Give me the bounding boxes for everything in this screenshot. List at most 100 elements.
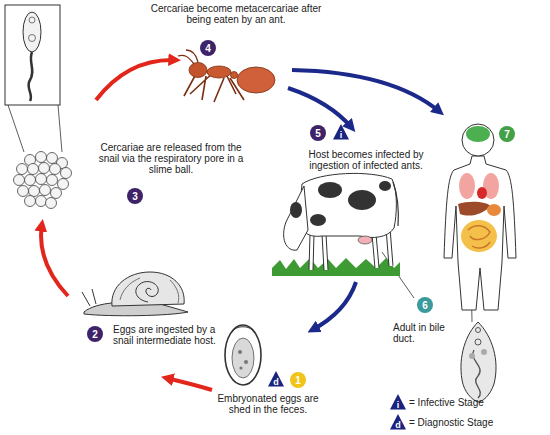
stage-description: Eggs are ingested by a snail intermediat… bbox=[113, 324, 223, 346]
shell-ridge bbox=[120, 278, 179, 303]
cercaria-cyst bbox=[17, 164, 28, 175]
cercaria-frame bbox=[5, 5, 60, 105]
cow-spot bbox=[348, 190, 376, 210]
snail-drawing bbox=[82, 272, 188, 316]
stage-description: Embryonated eggs are shed in the feces. bbox=[208, 393, 328, 415]
miracidium-cell bbox=[244, 360, 248, 364]
shell-spiral bbox=[136, 282, 158, 302]
stage-marker-triangle: d bbox=[390, 414, 406, 430]
stage-description: Cercariae are released from the snail vi… bbox=[96, 142, 246, 175]
cercaria-sucker bbox=[29, 35, 36, 42]
cercaria-cyst bbox=[47, 153, 58, 164]
step-number: 4 bbox=[200, 40, 216, 56]
cercaria-cyst bbox=[25, 175, 36, 186]
stage-description: Adult in bile duct. bbox=[393, 322, 455, 344]
cercaria-drawing bbox=[5, 5, 60, 105]
cercaria-sucker bbox=[29, 17, 35, 23]
cow-udder bbox=[358, 236, 372, 244]
human-liver bbox=[458, 202, 490, 216]
cow-spot bbox=[379, 181, 391, 191]
cow-body bbox=[299, 173, 396, 237]
step-number: 3 bbox=[127, 188, 143, 204]
stage-letter: i bbox=[390, 394, 406, 410]
cow-spot bbox=[310, 214, 326, 226]
cercaria-cyst bbox=[18, 186, 29, 197]
circle-fill bbox=[87, 326, 103, 342]
step-number: 2 bbox=[87, 326, 103, 342]
circle-fill bbox=[499, 126, 515, 142]
step-number-circle: 2 bbox=[87, 326, 103, 342]
step-number-circle: 7 bbox=[499, 126, 515, 142]
ant-thorax bbox=[207, 66, 231, 78]
ant-drawing bbox=[178, 50, 275, 102]
circle-fill bbox=[310, 125, 326, 141]
cycle-arrow bbox=[166, 378, 212, 390]
circle-fill bbox=[290, 372, 306, 388]
cercaria-cyst bbox=[50, 164, 61, 175]
stage-description: Cercariae become metacercariae after bei… bbox=[146, 3, 326, 25]
cycle-arrow bbox=[312, 282, 356, 330]
cow-drawing bbox=[272, 173, 400, 276]
cercaria-cyst bbox=[40, 185, 51, 196]
slime-ball bbox=[14, 152, 72, 209]
cow-tail bbox=[393, 182, 398, 226]
snail-shell bbox=[112, 272, 184, 306]
ant-head bbox=[189, 63, 207, 78]
egg-drawing bbox=[225, 325, 261, 385]
cercaria-cyst bbox=[36, 152, 47, 163]
cercaria-cyst bbox=[28, 164, 39, 175]
circle-fill bbox=[127, 188, 143, 204]
miracidium-cell bbox=[238, 350, 242, 354]
human-stomach bbox=[487, 204, 501, 216]
step-number-circle: 4 bbox=[200, 40, 216, 56]
fluke-testis bbox=[469, 353, 475, 359]
fluke-testis bbox=[481, 349, 487, 355]
fluke-body bbox=[461, 322, 496, 402]
egg-shell bbox=[225, 325, 261, 385]
step-number-circle: 1 bbox=[290, 372, 306, 388]
cercaria-tail bbox=[28, 52, 32, 101]
legend-text: = Infective Stage bbox=[409, 397, 484, 408]
fluke-sucker bbox=[476, 328, 481, 333]
intestine-loops bbox=[468, 226, 490, 248]
cow-head bbox=[284, 186, 308, 250]
step-number: 6 bbox=[417, 297, 433, 313]
cow-spot bbox=[290, 202, 302, 218]
cercaria-cyst bbox=[61, 168, 72, 179]
human-intestine bbox=[461, 220, 497, 252]
step-number-circle: 5 bbox=[310, 125, 326, 141]
cercaria-body bbox=[23, 12, 41, 52]
triangle-fill bbox=[390, 394, 406, 410]
egg-operculum bbox=[232, 327, 254, 332]
fluke-sucker bbox=[475, 339, 481, 345]
leader-line bbox=[8, 105, 24, 152]
cercaria-cyst bbox=[36, 196, 47, 207]
circle-fill bbox=[417, 297, 433, 313]
stage-letter: d bbox=[268, 371, 284, 387]
stage-letter: d bbox=[390, 414, 406, 430]
cercaria-cyst bbox=[46, 198, 57, 209]
step-number: 5 bbox=[310, 125, 326, 141]
cercaria-cyst bbox=[29, 186, 40, 197]
cycle-arrow bbox=[41, 224, 68, 296]
cercaria-cyst bbox=[39, 163, 50, 174]
cercaria-cyst bbox=[51, 188, 62, 199]
cycle-arrow bbox=[288, 88, 352, 128]
triangle-fill bbox=[333, 124, 349, 140]
ant-petiole bbox=[231, 72, 238, 79]
human-head bbox=[462, 124, 494, 156]
triangle-fill bbox=[268, 371, 284, 387]
stage-marker-triangle: i bbox=[333, 124, 349, 140]
human-heart bbox=[477, 187, 487, 199]
cercaria-cyst bbox=[25, 196, 36, 207]
cycle-arrow bbox=[292, 70, 440, 112]
grass bbox=[272, 258, 400, 276]
human-drawing bbox=[444, 124, 516, 310]
human-brain bbox=[466, 126, 490, 142]
cercaria-cyst bbox=[36, 174, 47, 185]
human-outline bbox=[444, 156, 516, 310]
cow-spot bbox=[318, 182, 342, 198]
step-number-circle: 3 bbox=[127, 188, 143, 204]
